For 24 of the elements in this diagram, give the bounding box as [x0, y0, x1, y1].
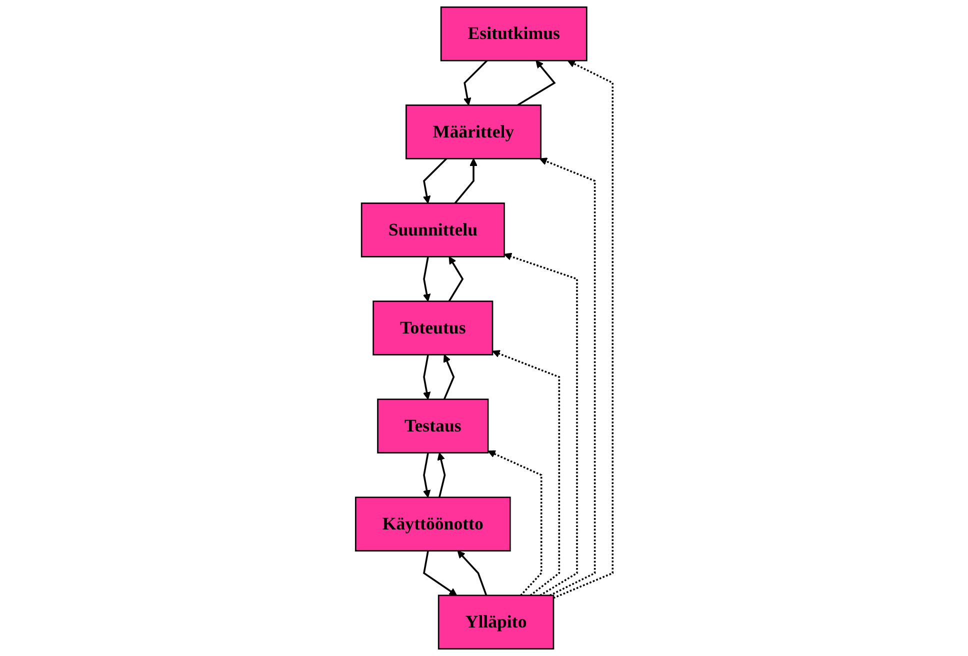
arrow [422, 354, 430, 400]
arrow [422, 158, 447, 204]
arrow [422, 550, 457, 596]
arrow [454, 158, 478, 204]
arrow [539, 158, 596, 596]
arrow [488, 450, 542, 596]
node-box: Määrittely [405, 104, 542, 160]
arrow [422, 452, 430, 498]
arrow [552, 60, 614, 599]
arrow [517, 60, 556, 106]
node-box: Esitutkimus [440, 6, 588, 62]
node-box: Toteutus [372, 300, 494, 356]
arrow [504, 252, 578, 596]
arrow [463, 60, 488, 106]
arrow [457, 550, 487, 596]
arrow [437, 452, 446, 498]
node-box: Ylläpito [438, 594, 554, 650]
node-box: Käyttöönotto [354, 496, 511, 552]
arrow [422, 256, 430, 302]
node-box: Testaus [376, 398, 489, 454]
arrow [448, 256, 464, 302]
node-box: Suunnittelu [360, 202, 505, 258]
arrow [443, 354, 454, 400]
arrow [492, 350, 560, 596]
